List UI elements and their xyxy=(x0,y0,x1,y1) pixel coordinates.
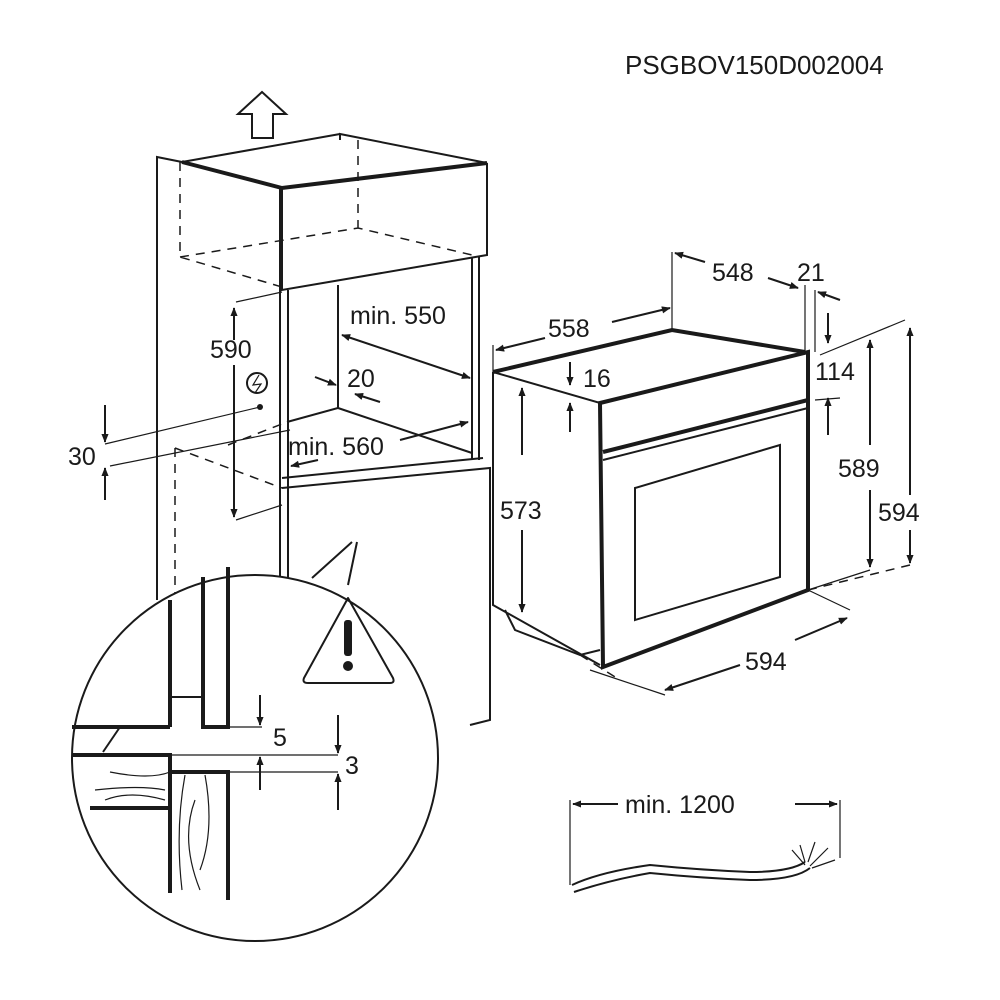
electric-symbol-icon xyxy=(246,372,268,394)
oven-window xyxy=(634,443,781,622)
min-width-label: min. 560 xyxy=(288,433,384,461)
gap-a-label: 5 xyxy=(273,724,287,752)
ventilation-arrow-icon xyxy=(235,90,289,139)
document-code: PSGBOV150D002004 xyxy=(625,50,884,80)
front-width-label: 594 xyxy=(745,648,787,676)
power-cable: min. 1200 xyxy=(569,791,841,893)
socket-offset-label: 30 xyxy=(68,443,96,471)
warning-icon xyxy=(302,597,395,684)
top-offset-label: 16 xyxy=(583,365,611,393)
cabinet-dimensions: 590 30 min. 550 20 min. 560 xyxy=(68,291,471,521)
body-height-label: 573 xyxy=(500,497,542,525)
lightning-bolt-icon xyxy=(251,374,263,394)
front-height-label: 594 xyxy=(878,499,920,527)
panel-height-label: 114 xyxy=(815,358,855,386)
rear-gap-label: 20 xyxy=(347,365,375,393)
installation-detail: 5 3 xyxy=(71,567,439,942)
cabinet xyxy=(156,132,491,726)
oven xyxy=(492,327,911,681)
top-depth-label: 548 xyxy=(712,259,754,287)
front-height-inner-label: 589 xyxy=(838,455,880,483)
front-thickness-label: 21 xyxy=(797,259,825,287)
body-depth-label: 558 xyxy=(548,315,590,343)
oven-dimensions: 548 21 558 16 114 573 589 594 594 xyxy=(492,251,920,696)
cable-length-label: min. 1200 xyxy=(625,791,735,819)
niche-height-label: 590 xyxy=(210,336,252,364)
gap-b-label: 3 xyxy=(345,752,359,780)
min-depth-label: min. 550 xyxy=(350,302,446,330)
